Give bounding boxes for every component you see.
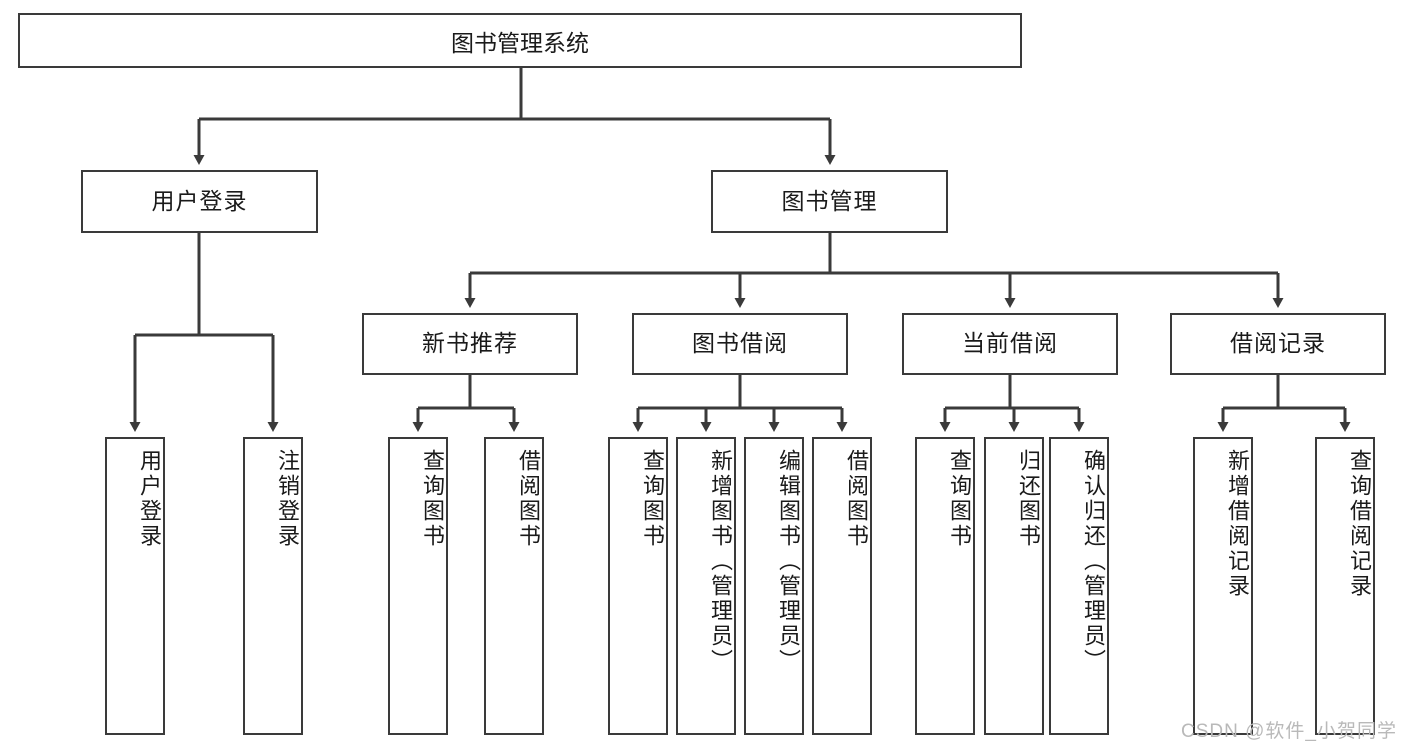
leaf-query-book-recommend[interactable]: 查询图书 [388,437,448,735]
node-book-management-label: 图书管理 [781,187,878,214]
leaf-user-login[interactable]: 用户登录 [105,437,165,735]
leaf-add-book-admin-label: 新增图书（管理员） [708,449,733,674]
node-book-management[interactable]: 图书管理 [711,170,948,233]
node-user-login-label: 用户登录 [151,187,248,214]
node-borrow-records[interactable]: 借阅记录 [1170,313,1386,375]
node-current-borrow-label: 当前借阅 [962,330,1058,357]
leaf-query-book-current-label: 查询图书 [947,449,972,549]
node-root[interactable]: 图书管理系统 [18,13,1022,68]
leaf-edit-book-admin[interactable]: 编辑图书（管理员） [744,437,804,735]
leaf-add-borrow-record-label: 新增借阅记录 [1225,449,1250,599]
leaf-add-book-admin[interactable]: 新增图书（管理员） [676,437,736,735]
leaf-query-borrow-record[interactable]: 查询借阅记录 [1315,437,1375,735]
node-current-borrow[interactable]: 当前借阅 [902,313,1118,375]
node-new-book-recommend-label: 新书推荐 [422,330,518,357]
node-new-book-recommend[interactable]: 新书推荐 [362,313,578,375]
leaf-borrow-book[interactable]: 借阅图书 [812,437,872,735]
node-book-borrow[interactable]: 图书借阅 [632,313,848,375]
leaf-edit-book-admin-label: 编辑图书（管理员） [776,449,801,674]
leaf-confirm-return-admin-label: 确认归还（管理员） [1081,449,1106,674]
node-book-borrow-label: 图书借阅 [692,330,788,357]
leaf-user-login-label: 用户登录 [137,449,162,549]
leaf-borrow-book-label: 借阅图书 [844,449,869,549]
node-root-label: 图书管理系统 [451,29,589,56]
leaf-confirm-return-admin[interactable]: 确认归还（管理员） [1049,437,1109,735]
leaf-query-book-current[interactable]: 查询图书 [915,437,975,735]
leaf-query-book-recommend-label: 查询图书 [420,449,445,549]
leaf-logout[interactable]: 注销登录 [243,437,303,735]
leaf-query-book-label: 查询图书 [640,449,665,549]
leaf-return-book[interactable]: 归还图书 [984,437,1044,735]
leaf-query-book[interactable]: 查询图书 [608,437,668,735]
node-borrow-records-label: 借阅记录 [1230,330,1326,357]
leaf-borrow-book-recommend-label: 借阅图书 [516,449,541,549]
leaf-borrow-book-recommend[interactable]: 借阅图书 [484,437,544,735]
leaf-add-borrow-record[interactable]: 新增借阅记录 [1193,437,1253,735]
node-user-login[interactable]: 用户登录 [81,170,318,233]
leaf-query-borrow-record-label: 查询借阅记录 [1347,449,1372,599]
leaf-logout-label: 注销登录 [275,449,300,549]
leaf-return-book-label: 归还图书 [1016,449,1041,549]
